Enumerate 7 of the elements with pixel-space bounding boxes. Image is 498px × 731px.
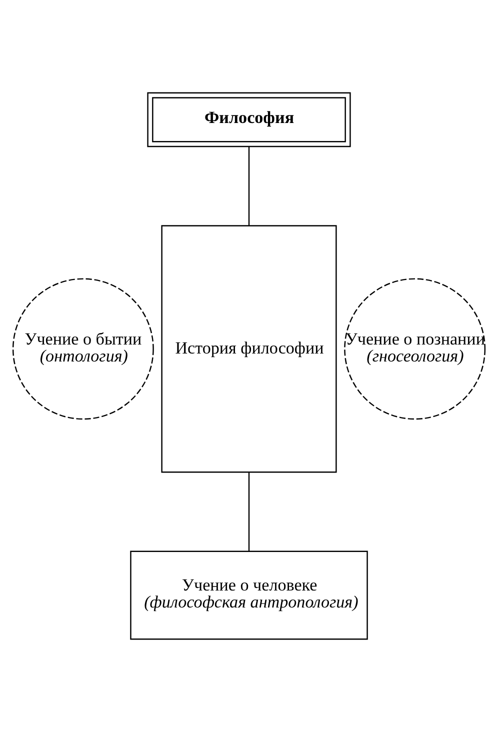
connector bbox=[248, 472, 250, 551]
node-circle: Учение о бытии (онтология) bbox=[12, 278, 154, 420]
node-box: История философии bbox=[161, 224, 337, 472]
node-box: Учение о человеке (философская антропология) bbox=[130, 550, 368, 640]
node-circle: Учение о познании (гносеология) bbox=[344, 278, 486, 420]
connector bbox=[248, 146, 250, 226]
node-box: Философия bbox=[147, 92, 351, 147]
